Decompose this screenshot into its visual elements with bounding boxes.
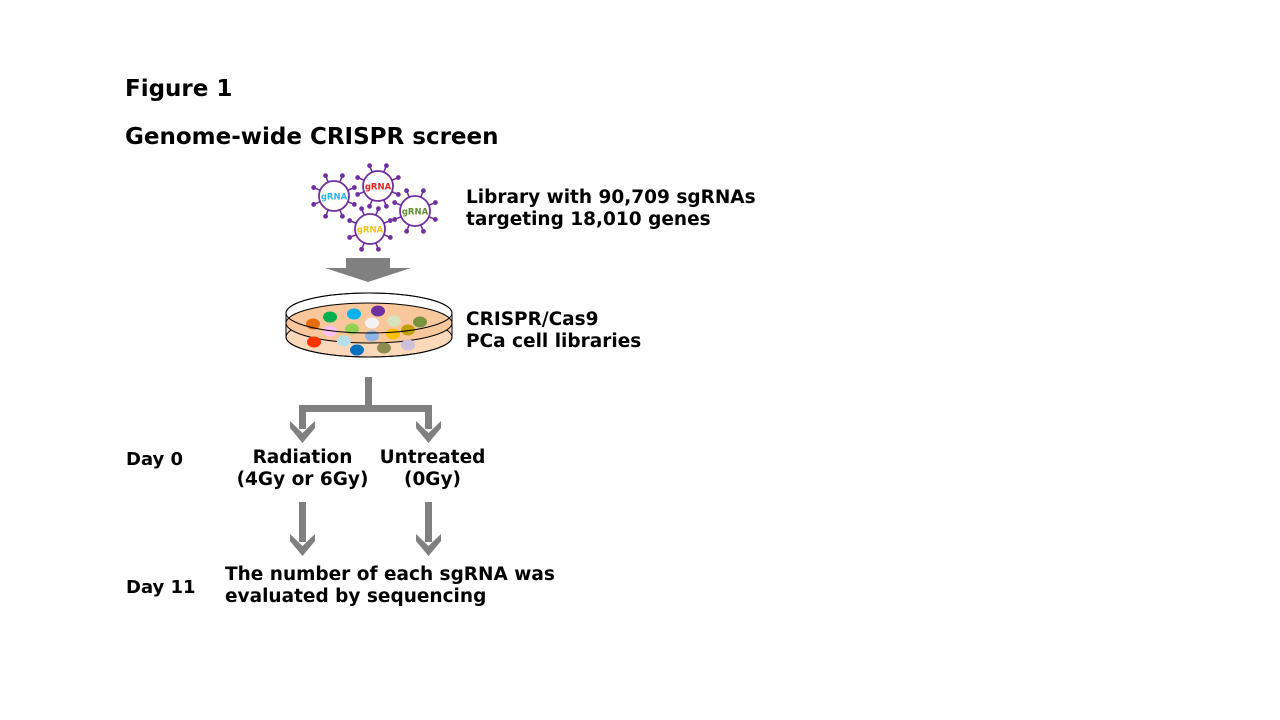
virus-label: gRNA	[321, 193, 348, 203]
cell-colony	[365, 317, 379, 329]
library-line-1: Library with 90,709 sgRNAs	[466, 187, 756, 208]
cell-colony	[401, 339, 415, 351]
figure-subtitle: Genome-wide CRISPR screen	[125, 124, 499, 150]
cell-colony	[365, 330, 379, 342]
cell-colony	[401, 324, 415, 336]
cell-colony	[371, 305, 385, 317]
cell-colony	[323, 311, 337, 323]
virus-label: gRNA	[357, 226, 384, 236]
virus-icon: gRNA	[392, 188, 438, 234]
library-line-2: targeting 18,010 genes	[466, 209, 711, 230]
day-0-label: Day 0	[126, 449, 184, 470]
radiation-branch-label: Radiation (4Gy or 6Gy)	[230, 447, 375, 491]
cell-colony	[387, 315, 401, 327]
library-description: Library with 90,709 sgRNAs targeting 18,…	[466, 187, 756, 231]
cell-colony	[345, 323, 359, 335]
figure-title: Figure 1	[125, 76, 233, 102]
cell-colony	[350, 344, 364, 356]
cell-library-description: CRISPR/Cas9 PCa cell libraries	[466, 309, 641, 353]
petri-dish-icon	[285, 292, 453, 358]
cell-colony	[413, 316, 427, 328]
cell-colony	[386, 328, 400, 340]
untreated-line-2: (0Gy)	[403, 469, 462, 490]
virus-icon: gRNA	[355, 163, 401, 209]
untreated-branch-label: Untreated (0Gy)	[370, 447, 495, 491]
result-line-2: evaluated by sequencing	[225, 586, 487, 607]
virus-icon: gRNA	[311, 173, 357, 219]
virus-icon: gRNA	[347, 206, 393, 252]
virus-label: gRNA	[402, 208, 429, 218]
cells-line-1: CRISPR/Cas9	[466, 309, 599, 330]
virus-label: gRNA	[365, 183, 392, 193]
day-11-label: Day 11	[126, 577, 196, 598]
branch-connector-arrows	[290, 377, 441, 443]
cells-line-2: PCa cell libraries	[466, 331, 642, 352]
cell-colony	[377, 342, 391, 354]
untreated-line-1: Untreated	[379, 447, 486, 468]
radiation-line-2: (4Gy or 6Gy)	[236, 469, 369, 490]
result-line-1: The number of each sgRNA was	[225, 564, 555, 585]
grna-library-viruses: gRNA gRNA gRNA gRNA	[311, 163, 438, 252]
result-description: The number of each sgRNA was evaluated b…	[225, 564, 555, 608]
cell-colony	[337, 335, 351, 347]
cell-colony	[307, 336, 321, 348]
day11-arrows	[290, 502, 441, 556]
radiation-line-1: Radiation	[252, 447, 353, 468]
library-to-cells-arrow	[325, 258, 411, 282]
cell-colony	[347, 308, 361, 320]
